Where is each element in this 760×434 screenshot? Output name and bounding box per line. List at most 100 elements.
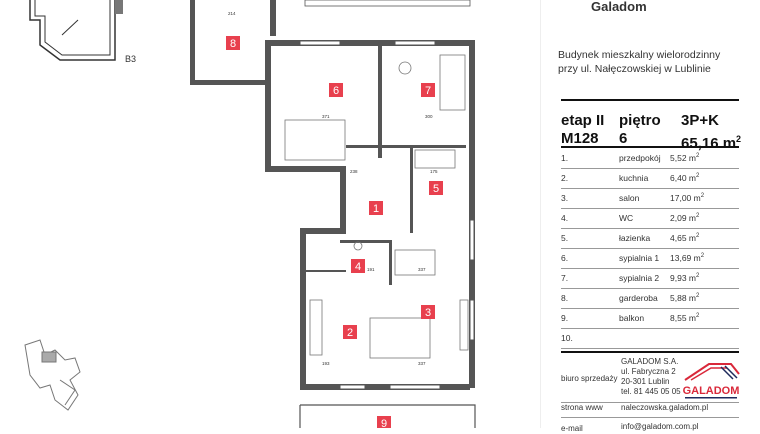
room-area-sup: 2 [696,173,700,180]
room-label-9: 9 [381,418,387,428]
key-plan-top [29,0,123,61]
room-row: 9. balkon 8,55 m2 [561,309,739,329]
furniture [284,0,471,359]
room-row: 5. łazienka 4,65 m2 [561,229,739,249]
room-name: salon [619,193,640,203]
room-area-value: 13,69 m [670,253,701,263]
room-number: 3. [561,193,569,203]
room-area-sup: 2 [696,313,700,320]
room-number: 5. [561,233,569,243]
divider [561,351,739,353]
room-area-value: 5,88 m [670,293,696,303]
sales-office-label: biuro sprzedaży [561,374,618,383]
row-divider [561,188,739,189]
row-divider [561,328,739,329]
room-area-sup: 2 [696,213,700,220]
stage-value: etap II [561,112,605,129]
room-area-sup: 2 [696,293,700,300]
room-row: 3. salon 17,00 m2 [561,189,739,209]
room-label-8: 8 [230,38,236,50]
room-area: 17,00 m2 [670,193,704,203]
room-area-sup: 2 [696,233,700,240]
room-area-value: 17,00 m [670,193,701,203]
www-label: strona www [561,403,603,412]
floor-label: piętro [619,112,661,129]
room-number: 4. [561,213,569,223]
room-number: 9. [561,313,569,323]
room-area: 2,09 m2 [670,213,699,223]
city: 20-301 Lublin [621,377,670,386]
room-area-sup: 2 [700,193,705,200]
type-value: 3P+K [681,112,719,129]
building-description: Budynek mieszkalny wielorodzinny przy ul… [558,48,720,76]
key-plan-bottom [24,339,81,411]
room-row: 7. sypialnia 2 9,93 m2 [561,269,739,289]
room-name: sypialnia 1 [619,253,660,263]
dim: 300 [425,114,433,119]
room-area-value: 6,40 m [670,173,696,183]
area-unit-sup: 2 [736,134,742,144]
row-divider [561,228,739,229]
room-number: 6. [561,253,569,263]
room-number: 2. [561,173,569,183]
room-area: 6,40 m2 [670,173,699,183]
unit-value: M128 [561,130,599,147]
phone: tel. 81 445 05 05 [621,387,681,396]
room-area: 9,93 m2 [670,273,699,283]
dim: 337 [418,267,426,272]
divider [561,402,739,403]
divider [561,417,739,418]
row-divider [561,288,739,289]
dim: 371 [322,114,330,119]
sales-office-address: GALADOM S.A. ul. Fabryczna 2 20-301 Lubl… [621,357,681,397]
room-area-value: 5,52 m [670,153,696,163]
galadom-logo: GALADOM [683,363,740,399]
room-name: kuchnia [619,173,649,183]
room-name: przedpokój [619,153,661,163]
building-label: B3 [125,54,136,64]
email-link[interactable]: info@galadom.com.pl [621,422,699,431]
room-name: WC [619,213,634,223]
email-label: e-mail [561,424,583,433]
dim: 337 [418,361,426,366]
building-line-1: Budynek mieszkalny wielorodzinny [558,49,721,61]
room-row: 4. WC 2,09 m2 [561,209,739,229]
room-number: 1. [561,153,569,163]
windows [299,40,475,390]
room-name: sypialnia 2 [619,273,660,283]
logo-text: GALADOM [683,385,740,397]
row-divider [561,208,739,209]
room-row: 10. [561,329,739,349]
room-area: 4,65 m2 [670,233,699,243]
floor-value: 6 [619,130,628,147]
divider [561,146,739,148]
room-row: 1. przedpokój 5,52 m2 [561,149,739,169]
room-label-4: 4 [355,261,361,273]
room-labels: 1 2 3 4 5 6 7 8 9 [226,36,443,428]
room-area: 13,69 m2 [670,253,704,263]
room-area-sup: 2 [696,153,700,160]
room-area: 8,55 m2 [670,313,699,323]
room-name: balkon [619,313,645,323]
room-row: 2. kuchnia 6,40 m2 [561,169,739,189]
room-row: 6. sypialnia 1 13,69 m2 [561,249,739,269]
room-label-3: 3 [425,307,431,319]
company: GALADOM S.A. [621,357,679,366]
floor-plan: B3 [24,0,476,428]
room-area-sup: 2 [696,273,700,280]
room-name: łazienka [619,233,651,243]
divider [561,99,739,101]
room-label-7: 7 [425,85,431,97]
room-number: 7. [561,273,569,283]
www-link[interactable]: naleczowska.galadom.pl [621,403,709,412]
row-divider [561,348,739,349]
room-area: 5,88 m2 [670,293,699,303]
row-divider [561,168,739,169]
room-area-value: 4,65 m [670,233,696,243]
dim: 193 [322,361,330,366]
room-area: 5,52 m2 [670,153,699,163]
row-divider [561,248,739,249]
